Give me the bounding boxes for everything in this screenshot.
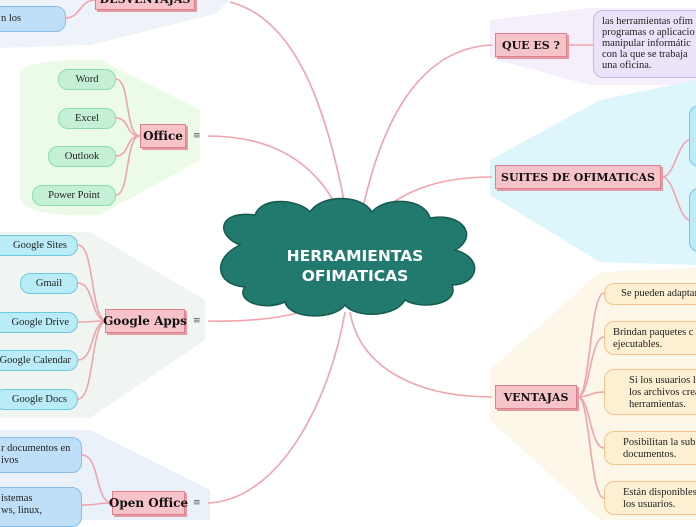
open-office-item-1-line1: r documentos en [1,443,71,454]
google-item-drive[interactable]: Google Drive [0,312,78,333]
central-topic-line2: OFIMATICAS [301,267,409,285]
ventajas-item-5-line2: los usuarios. [623,499,676,510]
ventajas-item-2-line1: Brindan paquetes c [613,327,694,338]
topic-desventajas[interactable]: DESVENTAJAS [95,0,195,10]
ventajas-item-5[interactable]: Están disponibles los usuarios. [604,481,696,515]
open-office-item-1-line2: ivos [1,455,19,466]
que-es-line5: una oficina. [602,60,652,71]
que-es-definition[interactable]: las herramientas ofim programas o aplica… [593,10,696,78]
google-item-docs[interactable]: Google Docs [0,389,78,410]
office-item-word[interactable]: Word [58,69,116,90]
menu-icon[interactable]: ≡ [193,316,201,326]
que-es-line4: con la que se trabaja [602,49,688,60]
open-office-item-2-line1: istemas [1,493,33,504]
ventajas-item-2-line2: ejecutables. [613,339,663,350]
open-office-item-1[interactable]: r documentos en ivos [0,437,82,473]
desventajas-item[interactable]: n los [0,6,66,32]
google-item-sites[interactable]: Google Sites [0,235,78,256]
menu-icon[interactable]: ≡ [193,131,201,141]
ventajas-item-5-line1: Están disponibles [623,487,696,498]
ventajas-item-3-line2: los archivos crea [629,387,696,398]
open-office-item-2[interactable]: istemas ws, linux, [0,487,82,527]
ventajas-item-4[interactable]: Posibilitan la subid documentos. [604,431,696,465]
menu-icon[interactable]: ≡ [193,498,201,508]
topic-que-es[interactable]: QUE ES ? [495,33,567,57]
office-item-excel[interactable]: Excel [58,108,116,129]
que-es-line2: programas o aplicacio [602,27,695,38]
suites-item-2[interactable] [689,188,696,252]
ventajas-item-3-line3: herramientas. [629,399,686,410]
google-item-gmail[interactable]: Gmail [20,273,78,294]
topic-open-office[interactable]: Open Office [109,491,188,515]
que-es-line1: las herramientas ofim [602,16,693,27]
central-topic-line1: HERRAMIENTAS [286,247,424,265]
office-region [20,59,200,216]
open-office-item-2-line2: ws, linux, [1,505,43,516]
topic-google-apps[interactable]: Google Apps [103,309,187,333]
office-item-power-point[interactable]: Power Point [32,185,116,206]
ventajas-item-3-line1: Si los usuarios lo [629,375,696,386]
ventajas-item-4-line2: documentos. [623,449,677,460]
topic-suites-ofimaticas[interactable]: SUITES DE OFIMATICAS [495,165,661,189]
suites-item-1[interactable] [689,105,696,167]
google-item-calendar[interactable]: Google Calendar [0,350,78,371]
office-item-outlook[interactable]: Outlook [48,146,116,167]
ventajas-item-1[interactable]: Se pueden adaptar [604,283,696,305]
que-es-line3: manipular informátic [602,38,691,49]
topic-office[interactable]: Office [140,124,186,148]
topic-ventajas[interactable]: VENTAJAS [495,385,577,409]
ventajas-item-2[interactable]: Brindan paquetes c ejecutables. [604,321,696,355]
central-topic[interactable]: HERRAMIENTAS OFIMATICAS [230,246,480,286]
ventajas-item-3[interactable]: Si los usuarios lo los archivos crea her… [604,369,696,415]
ventajas-item-4-line1: Posibilitan la subid [623,437,696,448]
central-cloud [220,197,476,317]
